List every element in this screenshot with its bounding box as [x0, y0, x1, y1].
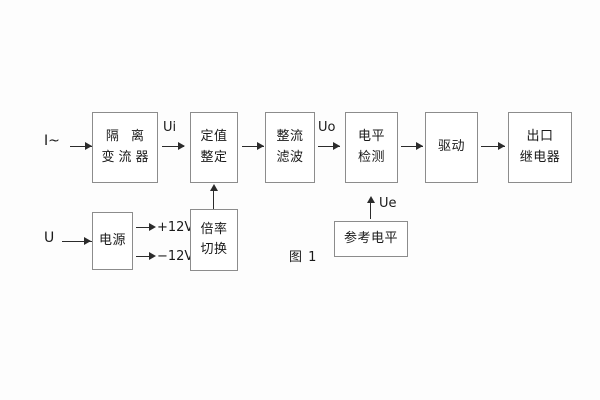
- arrowhead-isolation-to-setpoint: [178, 142, 185, 150]
- block-rectify-filter: 整流 滤波: [265, 112, 315, 183]
- current-input-label: I~: [44, 133, 60, 149]
- supply-negative-label: −12V: [157, 249, 194, 264]
- connector-isolation-to-setpoint: [162, 146, 184, 147]
- block-multiplier-switch: 倍率 切换: [190, 209, 238, 271]
- block-rectify-filter-line-2: 滤波: [276, 149, 304, 165]
- ue-signal-label: Ue: [379, 196, 397, 211]
- arrowhead-reference-to-level: [367, 196, 375, 203]
- block-setpoint-adjust-line-1: 定值: [200, 129, 228, 145]
- connector-current-to-isolation: [70, 146, 92, 147]
- arrowhead-drive-to-relay: [498, 142, 505, 150]
- block-level-detection: 电平 检测: [345, 112, 398, 183]
- block-isolation-transformer-line-2: 变流器: [101, 149, 153, 165]
- block-setpoint-adjust-line-2: 整定: [200, 149, 228, 165]
- ui-signal-label: Ui: [163, 120, 177, 135]
- block-isolation-transformer: 隔 离 变流器: [92, 112, 158, 183]
- connector-drive-to-relay: [481, 146, 505, 147]
- arrowhead-voltage-to-power: [84, 237, 91, 245]
- block-power-supply-line-1: 电源: [98, 232, 126, 248]
- connector-level-to-drive: [401, 146, 423, 147]
- block-drive-line-1: 驱动: [437, 139, 465, 155]
- block-multiplier-switch-line-1: 倍率: [200, 221, 228, 237]
- arrowhead-current-to-isolation: [85, 142, 92, 150]
- connector-multiplier-to-setpoint: [213, 188, 214, 209]
- block-isolation-transformer-line-1: 隔 离: [105, 129, 149, 145]
- arrowhead-multiplier-to-setpoint: [210, 184, 218, 191]
- arrowhead-level-to-drive: [416, 142, 423, 150]
- block-rectify-filter-line-1: 整流: [276, 129, 304, 145]
- uo-signal-label: Uo: [318, 120, 336, 135]
- block-drive: 驱动: [425, 112, 478, 183]
- arrowhead-setpoint-to-rectify: [257, 142, 264, 150]
- connector-supply-positive: [136, 227, 154, 228]
- connector-supply-negative: [136, 256, 154, 257]
- voltage-input-label: U: [44, 230, 55, 246]
- connector-voltage-to-power: [62, 241, 92, 242]
- block-setpoint-adjust: 定值 整定: [190, 112, 238, 183]
- block-multiplier-switch-line-2: 切换: [200, 242, 228, 257]
- connector-setpoint-to-rectify: [242, 146, 264, 147]
- arrowhead-supply-positive: [149, 223, 156, 231]
- block-power-supply: 电源: [92, 212, 133, 270]
- arrowhead-rectify-to-level: [333, 142, 340, 150]
- block-output-relay: 出口 继电器: [508, 112, 572, 183]
- block-output-relay-line-1: 出口: [526, 129, 554, 145]
- supply-positive-label: +12V: [157, 220, 194, 235]
- figure-caption: 图 1: [289, 250, 318, 265]
- block-reference-level: 参考电平: [334, 221, 408, 257]
- block-level-detection-line-1: 电平: [357, 129, 385, 145]
- connector-reference-to-level: [370, 200, 371, 219]
- block-level-detection-line-2: 检测: [357, 149, 385, 165]
- block-output-relay-line-2: 继电器: [519, 149, 561, 165]
- arrowhead-supply-negative: [149, 252, 156, 260]
- connector-rectify-to-level: [318, 146, 340, 147]
- block-reference-level-line-1: 参考电平: [343, 230, 398, 246]
